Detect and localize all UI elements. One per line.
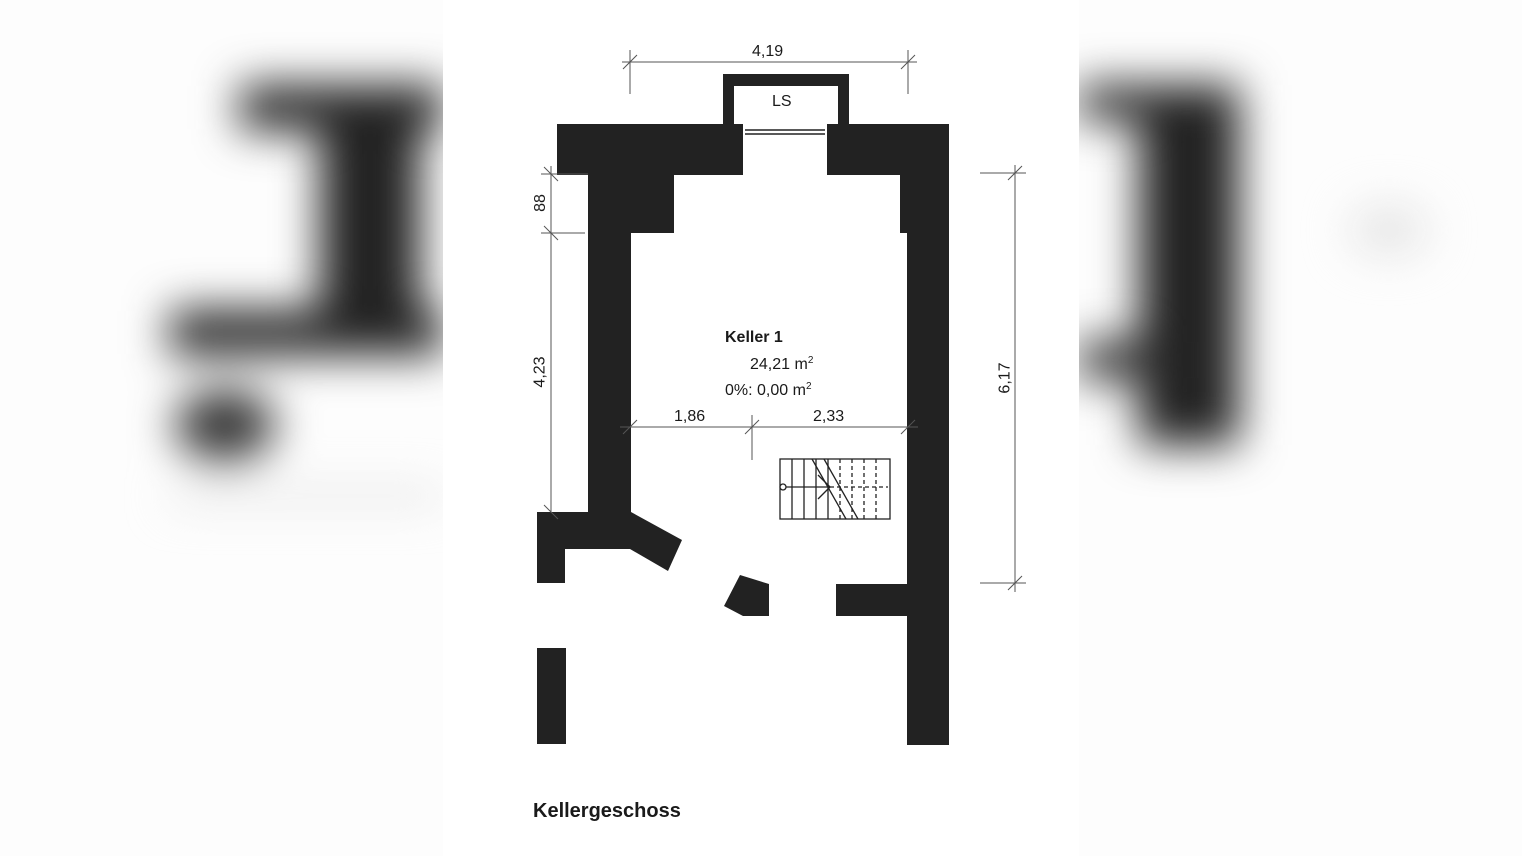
- walls: [537, 74, 949, 745]
- dimension-top-width: 4,19: [752, 43, 784, 60]
- room-name: Keller 1: [725, 329, 783, 346]
- room-area-unit-sup: 2: [807, 355, 814, 366]
- dimension-left-lower: 4,23: [531, 356, 549, 388]
- dimension-left-upper: 88: [531, 194, 549, 212]
- dimension-inner-left: 1,86: [674, 408, 706, 425]
- room-reduced-area-value: 0%: 0,00 m: [725, 382, 806, 399]
- room-area: 24,21 m2: [750, 356, 813, 373]
- window-opening: [743, 124, 827, 175]
- plan-title: Kellergeschoss: [533, 800, 681, 822]
- room-reduced-area: 0%: 0,00 m2: [725, 382, 812, 399]
- dimension-lines: [541, 50, 1026, 592]
- staircase-symbol: [779, 458, 891, 520]
- room-area-value: 24,21 m: [750, 356, 808, 373]
- blurred-background-left: [0, 0, 443, 856]
- dimension-inner-right: 2,33: [813, 408, 845, 425]
- floor-plan-panel: 4,19 LS 88 4,23 6,17 1,86 2,33 Keller 1 …: [443, 0, 1079, 856]
- floor-plan-drawing: [537, 50, 1026, 745]
- dimension-right-height: 6,17: [996, 362, 1014, 394]
- light-shaft-label: LS: [772, 93, 792, 110]
- room-reduced-area-unit-sup: 2: [805, 381, 812, 392]
- blurred-background-right: [1079, 0, 1522, 856]
